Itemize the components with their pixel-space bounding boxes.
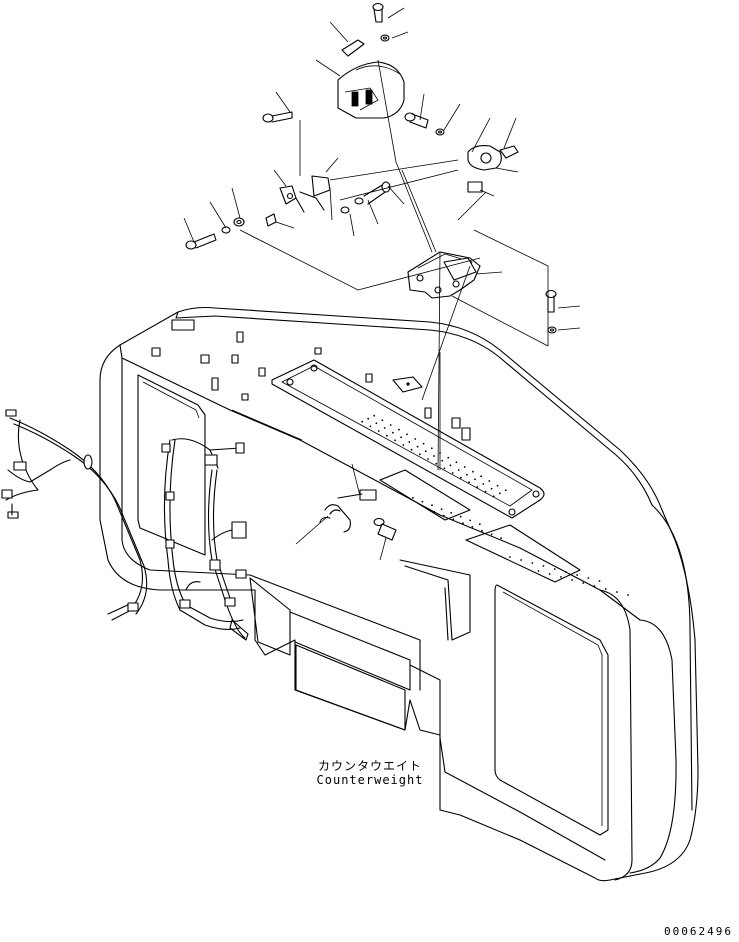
small-bracket-parts [279, 175, 331, 213]
part-name-japanese: カウンタウエイト [317, 759, 422, 773]
bolt-mid [404, 112, 445, 136]
bolt-rear-left [262, 111, 293, 123]
part-name-english: Counterweight [316, 773, 424, 787]
lamp-housing [337, 61, 405, 119]
leader-lines [183, 7, 581, 561]
switch-assembly [467, 145, 519, 193]
bolt-right [545, 289, 557, 334]
washer-top [380, 34, 390, 42]
drawing-number: 00062496 [664, 925, 733, 938]
clamp-and-bolt [319, 489, 397, 541]
top-fittings [151, 319, 471, 441]
lens-cover [341, 39, 365, 57]
perforated-area [361, 414, 629, 596]
bolt-left [185, 213, 277, 250]
mid-perforated-plate [379, 469, 471, 521]
bolt-top [372, 2, 384, 23]
wire-harness [1, 409, 249, 641]
cover-plate [271, 359, 545, 519]
counterweight-body [99, 306, 699, 882]
assembly-lines [231, 59, 549, 471]
screw-and-washers-right [340, 181, 391, 214]
lower-perforated-plate [465, 524, 581, 583]
lamp-bracket [407, 251, 481, 299]
